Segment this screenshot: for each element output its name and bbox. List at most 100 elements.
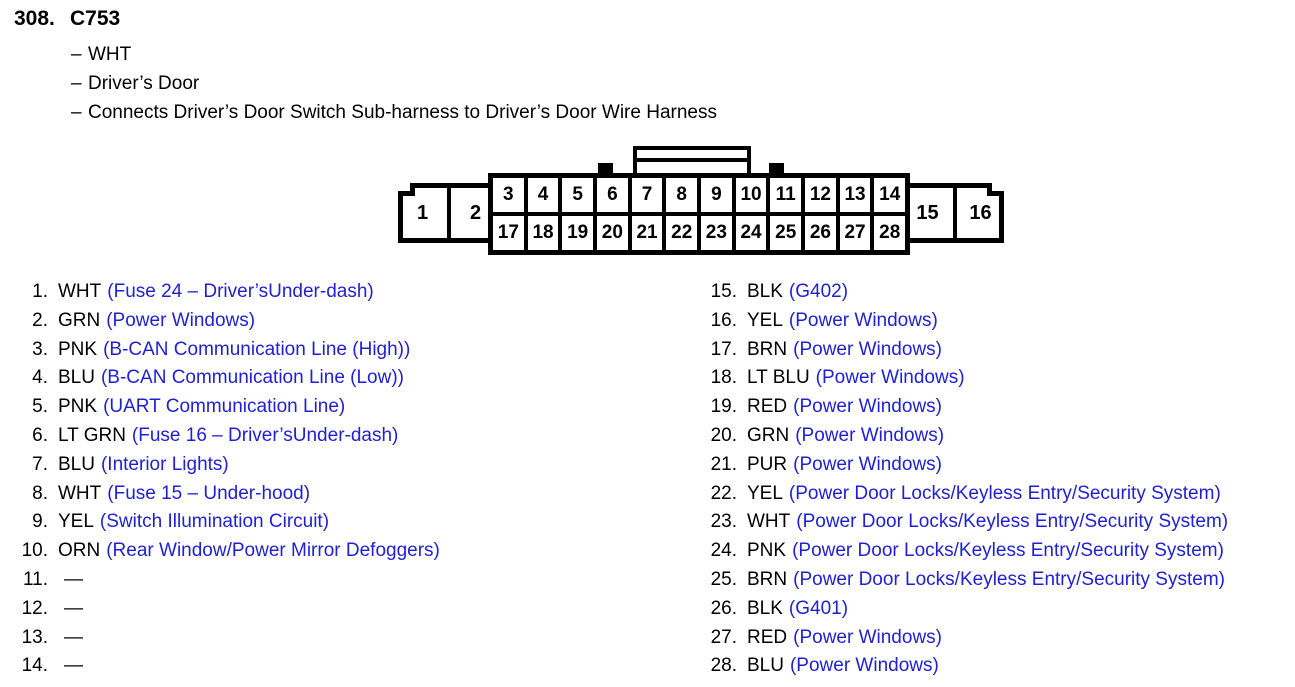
pin-number-spacer xyxy=(48,652,58,681)
detail-text: WHT xyxy=(88,44,132,65)
pin-wire-color: LT GRN xyxy=(58,424,126,446)
pin-number-spacer xyxy=(48,422,58,451)
pin-cell-18: 18 xyxy=(527,216,563,250)
pin-number: 11. xyxy=(22,568,48,590)
pin-wire-color: WHT xyxy=(58,281,102,302)
pin-wire-color: YEL xyxy=(58,511,94,533)
pin-number: 5. xyxy=(32,396,48,418)
pin-wire-color: BLU xyxy=(747,655,784,677)
pin-list-item: 12. — xyxy=(14,595,694,624)
pin-number: 10. xyxy=(21,540,48,562)
pin-circuit-description: (B-CAN Communication Line (High)) xyxy=(103,338,411,360)
pin-list-item: 22. YEL(Power Door Locks/Keyless Entry/S… xyxy=(703,480,1293,509)
pin-number-spacer xyxy=(48,566,58,595)
pin-cell-19: 19 xyxy=(562,216,598,250)
connector-id: C753 xyxy=(70,7,121,30)
pin-number: 17. xyxy=(710,338,737,360)
pin-list-item: 17. BRN(Power Windows) xyxy=(703,336,1293,365)
pin-number: 16. xyxy=(710,309,737,331)
pin-cell-24: 24 xyxy=(735,216,771,250)
pin-grid-bottom-row: 17 18 19 20 21 22 23 24 25 26 27 28 xyxy=(493,216,906,250)
pin-grid-top-row: 3 4 5 6 7 8 9 10 11 12 13 14 xyxy=(493,178,906,216)
pin-cell-8: 8 xyxy=(666,178,702,212)
pin-cell-5: 5 xyxy=(562,178,598,212)
pin-circuit-description: (Power Windows) xyxy=(106,309,256,331)
detail-line-location: –Driver’s Door xyxy=(71,73,199,95)
pin-number: 4. xyxy=(32,367,48,389)
pin-circuit-description: (Power Windows) xyxy=(793,626,942,648)
pin-cell-17: 17 xyxy=(493,216,528,250)
connector-pin-grid: 3 4 5 6 7 8 9 10 11 12 13 14 17 18 19 20… xyxy=(488,173,910,255)
right-block-divider xyxy=(953,183,957,243)
pin-cell-11: 11 xyxy=(770,178,806,212)
pin-number: 22. xyxy=(710,482,737,504)
pin-circuit-description: (Fuse 24 – Driver’sUnder-dash) xyxy=(107,281,374,302)
pin-circuit-description: (Power Windows) xyxy=(789,655,939,677)
pin-number-spacer xyxy=(737,393,747,422)
pin-list-item: 1. WHT(Fuse 24 – Driver’sUnder-dash) xyxy=(14,278,694,307)
pin-list-item: 18. LT BLU(Power Windows) xyxy=(703,364,1293,393)
pin-cell-22: 22 xyxy=(666,216,702,250)
pin-number-spacer xyxy=(737,508,747,537)
pin-number-spacer xyxy=(48,451,58,480)
pin-number-spacer xyxy=(737,451,747,480)
pin-number: 13. xyxy=(21,626,48,648)
pin-list-item: 7. BLU(Interior Lights) xyxy=(14,451,694,480)
page-title: 308.C753 xyxy=(14,7,120,31)
pin-circuit-description: (UART Communication Line) xyxy=(103,396,346,418)
pin-circuit-description: (Power Windows) xyxy=(795,424,945,446)
pin-number-spacer xyxy=(48,480,58,509)
pin-circuit-description: (Fuse 16 – Driver’sUnder-dash) xyxy=(131,424,399,446)
pin-cell-20: 20 xyxy=(597,216,632,250)
pin-empty-dash: — xyxy=(64,655,83,677)
pin-number: 15. xyxy=(710,281,737,302)
pin-list-item: 6. LT GRN(Fuse 16 – Driver’sUnder-dash) xyxy=(14,422,694,451)
pin-circuit-description: (Power Windows) xyxy=(788,309,938,331)
pin-list-item: 25. BRN(Power Door Locks/Keyless Entry/S… xyxy=(703,566,1293,595)
pin-number-spacer xyxy=(737,278,747,307)
pin-list-item: 20. GRN(Power Windows) xyxy=(703,422,1293,451)
pin-list-item: 10. ORN(Rear Window/Power Mirror Defogge… xyxy=(14,537,694,566)
pin-wire-color: GRN xyxy=(747,424,790,446)
pin-wire-color: PNK xyxy=(58,396,98,418)
pin-circuit-description: (Power Door Locks/Keyless Entry/Security… xyxy=(793,568,1225,590)
pin-number-spacer xyxy=(737,307,747,336)
pin-circuit-description: (Power Door Locks/Keyless Entry/Security… xyxy=(788,482,1221,504)
pin-list-item: 11. — xyxy=(14,566,694,595)
pin-wire-color: BLU xyxy=(58,367,95,389)
pin-list-item: 27. RED(Power Windows) xyxy=(703,624,1293,653)
pin-empty-dash: — xyxy=(64,568,83,590)
pin-list-item: 24. PNK(Power Door Locks/Keyless Entry/S… xyxy=(703,537,1293,566)
pin-circuit-description: (Power Windows) xyxy=(793,453,942,475)
pin-number: 28. xyxy=(710,655,737,677)
pin-list-item: 8. WHT(Fuse 15 – Under-hood) xyxy=(14,480,694,509)
pin-number: 14. xyxy=(21,655,48,677)
pin-number: 2. xyxy=(32,309,48,331)
pin-list-item: 3. PNK(B-CAN Communication Line (High)) xyxy=(14,336,694,365)
pin-number-spacer xyxy=(737,566,747,595)
pin-number: 27. xyxy=(710,626,737,648)
bullet-dash-icon: – xyxy=(71,73,82,94)
pin-circuit-description: (Switch Illumination Circuit) xyxy=(99,511,330,533)
pin-number-spacer xyxy=(48,624,58,653)
pin-number: 6. xyxy=(32,424,48,446)
pin-cell-13: 13 xyxy=(839,178,875,212)
pin-list-item: 5. PNK(UART Communication Line) xyxy=(14,393,694,422)
pin-cell-21: 21 xyxy=(631,216,667,250)
pin-number-spacer xyxy=(48,595,58,624)
pin-cell-26: 26 xyxy=(805,216,840,250)
latch-inner-bar-icon xyxy=(637,158,747,162)
left-corner-notch-icon xyxy=(398,183,415,196)
pin-empty-dash: — xyxy=(64,597,83,619)
pin-number-spacer xyxy=(48,278,58,307)
pin-cell-28: 28 xyxy=(874,216,906,250)
pin-number-spacer xyxy=(48,537,58,566)
pin-wire-color: YEL xyxy=(747,482,783,504)
pin-circuit-description: (Power Door Locks/Keyless Entry/Security… xyxy=(796,511,1229,533)
bullet-dash-icon: – xyxy=(71,102,82,123)
left-block-divider xyxy=(447,183,451,243)
pin-cell-3: 3 xyxy=(493,178,528,212)
detail-line-description: –Connects Driver’s Door Switch Sub-harne… xyxy=(71,102,717,124)
pin-circuit-description: (G402) xyxy=(788,281,849,302)
pin-number-spacer xyxy=(737,336,747,365)
